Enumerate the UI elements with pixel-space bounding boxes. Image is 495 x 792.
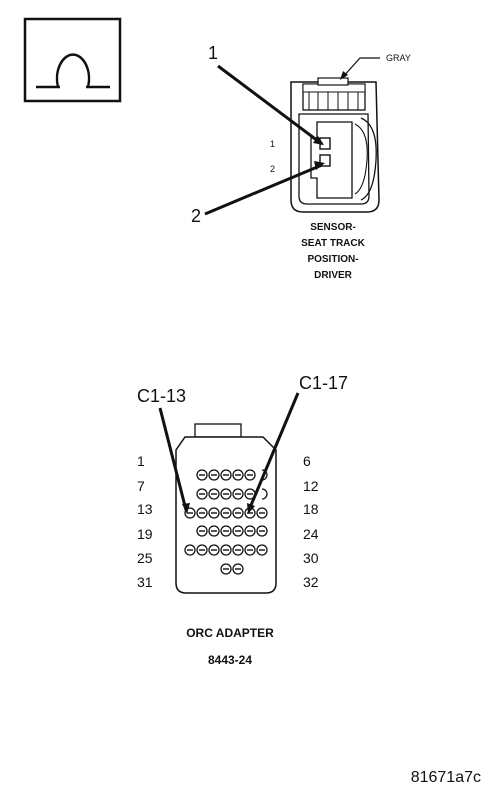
ohmmeter-icon [23,17,122,103]
pin-cavity [232,563,244,575]
callout-c1-17-leader [247,392,300,511]
sensor-pin-2 [319,154,331,167]
pin-cavity [232,469,244,481]
pin-cavity [196,469,208,481]
pin-cavity-partial [261,469,268,481]
pin-cavity [220,469,232,481]
wire-color-label: GRAY [386,53,411,63]
arrowhead-icon [340,71,348,80]
arrowhead-icon [247,503,255,514]
pin-cavity [196,525,208,537]
sensor-connector [290,77,380,213]
pin-cavity [184,544,196,556]
callout-pin-2-label: 2 [191,206,201,226]
row-label-right: 18 [303,501,319,517]
pin-cavity [232,507,244,519]
callout-c1-17-label: C1-17 [299,373,348,393]
pin-cavity [256,525,268,537]
row-label-left: 19 [137,526,153,542]
pin-cavity [244,544,256,556]
callout-pin-2-leader [204,163,323,216]
pin-cavity [196,507,208,519]
pin-cavity [220,544,232,556]
sensor-caption-line-1: SENSOR- [310,222,356,233]
pin-cavity [244,525,256,537]
arrowhead-icon [182,503,190,514]
row-label-left: 1 [137,453,145,469]
pin-cavity [220,563,232,575]
pin-cavity [196,488,208,500]
row-label-right: 12 [303,478,319,494]
callout-c1-13-leader [158,407,188,511]
row-label-left: 7 [137,478,145,494]
pin-cavity [208,544,220,556]
pin-cavity [256,507,268,519]
pin-cavity [256,544,268,556]
orc-adapter-connector [175,423,277,594]
sensor-caption-line-2: SEAT TRACK [301,238,365,249]
pin-cavity [208,507,220,519]
sensor-caption-line-3: POSITION- [307,254,358,265]
row-label-left: 25 [137,550,153,566]
pin-cavity [232,525,244,537]
pin-cavity [208,525,220,537]
wire-color-leader [341,57,380,79]
row-label-right: 24 [303,526,319,542]
pin-cavity [208,488,220,500]
pin-cavity [220,507,232,519]
pin-cavity [220,488,232,500]
row-label-left: 13 [137,501,153,517]
row-label-right: 30 [303,550,319,566]
pin-cavity [220,525,232,537]
row-label-right: 6 [303,453,311,469]
pin-cavity [196,544,208,556]
sensor-caption-line-4: DRIVER [314,270,353,281]
pin-1-number: 1 [270,139,275,149]
arrowhead-icon [313,136,324,145]
figure-id: 81671a7c [411,769,481,786]
callout-pin-1-label: 1 [208,43,218,63]
arrowhead-icon [314,161,325,170]
callout-c1-13-label: C1-13 [137,386,186,406]
pin-cavity-partial [261,488,268,500]
pin-cavity [244,469,256,481]
adapter-pin-grid [184,469,268,575]
pin-2-number: 2 [270,164,275,174]
adapter-title: ORC ADAPTER [186,626,274,640]
row-label-left: 31 [137,574,153,590]
pin-cavity [208,469,220,481]
callout-pin-1-leader [217,64,323,146]
row-label-right: 32 [303,574,319,590]
pin-cavity [232,544,244,556]
pin-cavity [232,488,244,500]
adapter-part-number: 8443-24 [208,653,252,667]
